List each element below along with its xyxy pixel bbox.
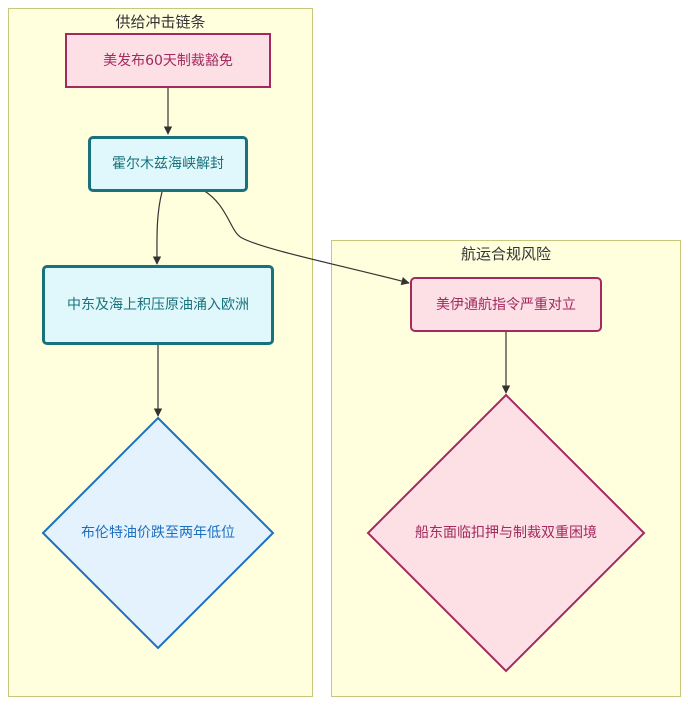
cluster-shipping-risk-title: 航运合规风险	[460, 245, 551, 263]
diamond-brent-low-shape	[41, 416, 275, 650]
node-sanctions-waiver-label: 美发布60天制裁豁免	[103, 52, 233, 69]
edge-hormuz-to-oilflow	[152, 191, 163, 265]
node-sanctions-waiver[interactable]: 美发布60天制裁豁免	[65, 33, 271, 88]
node-hormuz-unblocked-label: 霍尔木兹海峡解封	[112, 156, 224, 172]
node-oil-flows-europe-label: 中东及海上积压原油涌入欧洲	[67, 297, 249, 313]
node-us-iran-navigation-label: 美伊通航指令严重对立	[436, 296, 576, 313]
node-hormuz-unblocked[interactable]: 霍尔木兹海峡解封	[88, 136, 248, 192]
node-us-iran-navigation[interactable]: 美伊通航指令严重对立	[410, 277, 602, 332]
diamond-shipowner-dilemma-shape	[366, 393, 646, 673]
node-brent-low[interactable]: 布伦特油价跌至两年低位	[58, 513, 258, 553]
cluster-supply-chain-title: 供给冲击链条	[115, 13, 206, 31]
node-shipowner-dilemma-label: 船东面临扣押与制裁双重困境	[415, 525, 597, 541]
node-brent-low-label: 布伦特油价跌至两年低位	[81, 525, 235, 541]
node-shipowner-dilemma[interactable]: 船东面临扣押与制裁双重困境	[401, 509, 611, 557]
node-oil-flows-europe[interactable]: 中东及海上积压原油涌入欧洲	[42, 265, 274, 345]
edge-hormuz-to-navigation	[202, 189, 410, 286]
